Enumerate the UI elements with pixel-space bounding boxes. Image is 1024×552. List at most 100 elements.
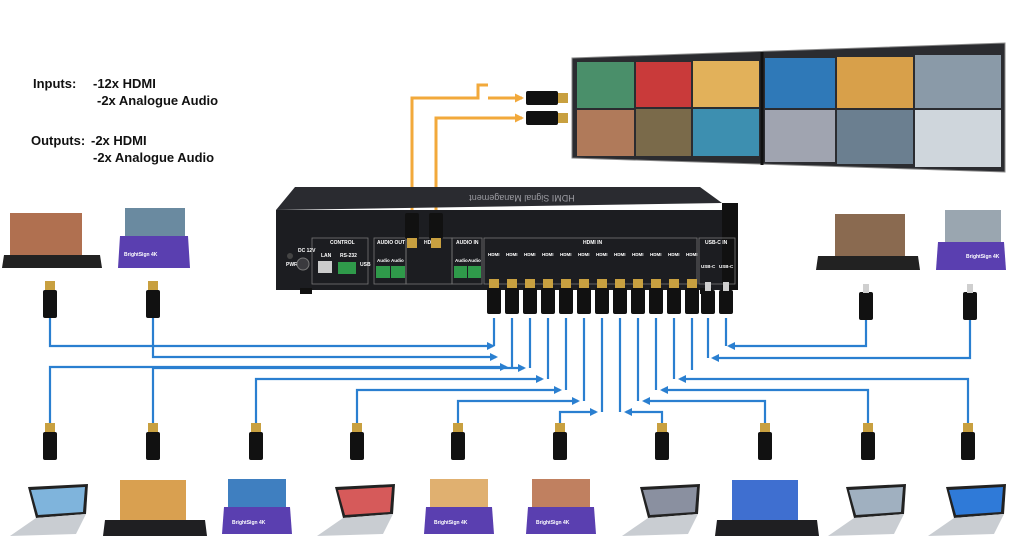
hdmi-plug-tip (651, 279, 661, 288)
hdmi-plug-icon (350, 423, 364, 460)
hdmi-in-panel (483, 237, 698, 285)
hdmi-plug-icon (405, 213, 419, 239)
source-device-bluray (103, 480, 207, 536)
wall-tile (636, 109, 691, 156)
hdmi-plug-body (523, 288, 537, 314)
video-wall (571, 42, 1006, 173)
laptop-base (317, 514, 393, 536)
player-screen (945, 210, 1001, 248)
hdmi-plug-icon (541, 279, 555, 314)
wall-tile (915, 110, 1001, 167)
hdmi-plug-body (595, 288, 609, 314)
hdmi-plug-icon (526, 111, 558, 125)
hdmi-plug-icon (553, 423, 567, 460)
wall-tile (577, 110, 634, 156)
dc-label: DC 12V (298, 248, 316, 254)
hdmi-in-port-label: HDMI (668, 252, 680, 257)
hdmi-plug-tip (251, 423, 261, 432)
brightsign-top-right: BrightSign 4K (936, 210, 1006, 270)
control-label: CONTROL (330, 240, 355, 246)
hdmi-in-port-label: HDMI (614, 252, 626, 257)
route-top-right-1 (727, 320, 868, 350)
hdmi-plug-body (649, 288, 663, 314)
laptop-base (828, 514, 904, 536)
hdmi-plug-body (487, 288, 501, 314)
usbc-plug-icon (701, 282, 715, 314)
bottom-sources: BrightSign 4K BrightSign 4K BrightSign 4K (10, 479, 1006, 536)
hdmi-plug-body (758, 432, 772, 460)
hdmi-plug-icon (249, 423, 263, 460)
hdmi-in-port-label: HDMI (686, 252, 698, 257)
brightsign-label: BrightSign 4K (434, 520, 468, 526)
dc-jack-icon (296, 257, 310, 271)
lan-label: LAN (321, 253, 332, 259)
usbc-1-label: USB-C (701, 264, 716, 269)
output-lines (410, 83, 524, 213)
audio-in-port-icon (468, 266, 481, 278)
output-plugs (405, 213, 443, 248)
hdmi-plug-icon (523, 279, 537, 314)
audio-in-2-label: Audio (468, 258, 481, 263)
hdmi-plug-tip (525, 279, 535, 288)
output-connectors (526, 91, 568, 125)
audio-in-panel (451, 237, 483, 285)
signal-management-device: HDMI Signal Management PWR DC 12V CONTRO… (276, 187, 738, 294)
hdmi-plug-icon (655, 423, 669, 460)
source-device-brightsign: BrightSign 4K (424, 479, 494, 534)
top-source-plugs (43, 281, 977, 320)
hdmi-plug-body (541, 288, 555, 314)
bottom-source-plugs (43, 423, 975, 460)
hdmi-plug-tip (669, 279, 679, 288)
hdmi-plug-tip (633, 279, 643, 288)
brightsign-body (526, 507, 596, 534)
audio-out-2-label: Audio (391, 258, 404, 263)
brightsign-label: BrightSign 4K (536, 520, 570, 526)
hdmi-in-port-label: HDMI (506, 252, 518, 257)
laptop-base (10, 514, 86, 536)
hdmi-plug-body (613, 288, 627, 314)
hdmi-plug-tip (760, 423, 770, 432)
route-bottom-left-5 (456, 397, 580, 432)
hdmi-plug-tip-icon (431, 238, 441, 248)
hdmi-plug-icon (43, 423, 57, 460)
route-top-right-2 (711, 320, 972, 362)
outputs-label: Outputs: (31, 133, 86, 148)
usbc-plug-icon (719, 282, 733, 314)
brightsign-label: BrightSign 4K (124, 252, 158, 258)
hdmi-plug-icon (685, 279, 699, 314)
hdmi-plug-body (685, 288, 699, 314)
player-body (816, 256, 920, 270)
device-side (722, 203, 738, 290)
hdmi-out-label: HDMI (424, 240, 437, 246)
route-bottom-left-2 (151, 364, 526, 432)
route-bottom-right-1 (624, 408, 664, 432)
hdmi-plug-icon (451, 423, 465, 460)
hdmi-plug-tip (597, 279, 607, 288)
usbc-plug-body (963, 292, 977, 320)
hdmi-plug-icon (43, 281, 57, 318)
wall-tile (765, 110, 835, 162)
source-device-bluray (715, 480, 819, 536)
player-screen (10, 213, 82, 255)
hdmi-plug-tip-icon (558, 93, 568, 103)
hdmi-plug-tip (963, 423, 973, 432)
usbc-plug-icon (859, 284, 873, 320)
laptop-screen (338, 487, 392, 515)
hdmi-plug-icon (505, 279, 519, 314)
hdmi-plug-tip-icon (558, 113, 568, 123)
hdmi-plug-icon (613, 279, 627, 314)
source-device-laptop (317, 484, 395, 536)
hdmi-plug-tip (45, 423, 55, 432)
hdmi-in-label: HDMI IN (583, 240, 603, 246)
hdmi-plug-tip (148, 281, 158, 290)
usbc-plug-tip (723, 282, 729, 291)
brightsign-label: BrightSign 4K (232, 520, 266, 526)
usbc-plug-body (859, 292, 873, 320)
audio-out-port-icon (376, 266, 390, 278)
hdmi-plug-tip (863, 423, 873, 432)
hdmi-plug-tip (615, 279, 625, 288)
audio-out-1-label: Audio (377, 258, 390, 263)
source-device-laptop (828, 484, 906, 536)
rs232-label: RS-232 (340, 253, 357, 259)
wall-tile (915, 55, 1001, 108)
